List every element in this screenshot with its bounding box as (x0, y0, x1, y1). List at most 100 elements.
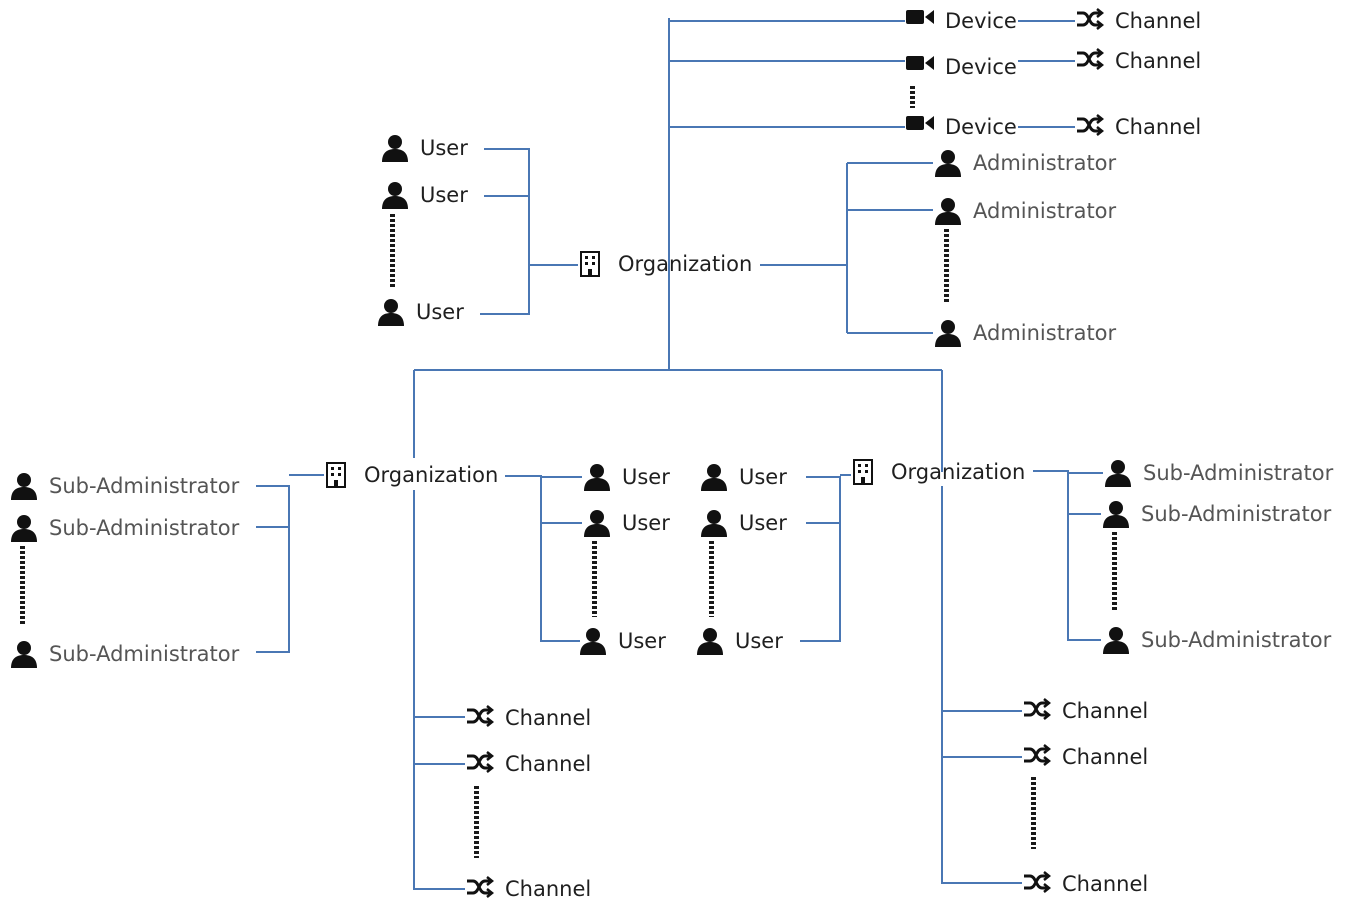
user-icon (695, 627, 727, 655)
building-icon (578, 250, 610, 278)
user-icon (1101, 626, 1133, 654)
connector-line (480, 148, 530, 315)
user-icon (582, 463, 614, 491)
user-icon (1101, 500, 1133, 528)
node-label: Organization (891, 459, 1026, 484)
shuffle-icon (465, 704, 497, 732)
node-label: User (622, 510, 670, 535)
node-label: Channel (1115, 8, 1202, 33)
ellipsis-marker (390, 214, 395, 288)
root-user-1: User (380, 134, 468, 162)
shuffle-icon (1022, 870, 1054, 898)
right-subadmin-2: Sub-Administrator (1101, 500, 1331, 528)
node-label: User (739, 464, 787, 489)
node-label: Sub-Administrator (1141, 501, 1332, 526)
node-label: Administrator (973, 320, 1117, 345)
node-label: User (420, 135, 468, 160)
administrator-2: Administrator (933, 197, 1116, 225)
ellipsis-marker (20, 546, 25, 626)
node-label: Device (945, 114, 1017, 139)
root-user-3: User (376, 298, 464, 326)
left-subadmin-3: Sub-Administrator (9, 640, 239, 668)
video-camera-icon (905, 7, 937, 35)
node-label: User (739, 510, 787, 535)
node-label: User (622, 464, 670, 489)
node-label: Sub-Administrator (49, 515, 240, 540)
node-label: Sub-Administrator (49, 473, 240, 498)
node-label: Device (945, 54, 1017, 79)
user-icon (933, 319, 965, 347)
device-2: Device (905, 53, 1017, 81)
user-icon (933, 149, 965, 177)
connector-line (800, 476, 841, 642)
left-channel-1: Channel (465, 704, 591, 732)
node-label: Channel (1062, 871, 1149, 896)
user-icon (578, 627, 610, 655)
left-user-2: User (582, 509, 670, 537)
user-icon (380, 181, 412, 209)
user-icon (380, 134, 412, 162)
left-subadmin-1: Sub-Administrator (9, 472, 239, 500)
shuffle-icon (1022, 743, 1054, 771)
channel-top-2: Channel (1075, 47, 1201, 75)
user-icon (1103, 459, 1135, 487)
node-label: Device (945, 8, 1017, 33)
user-icon (699, 463, 731, 491)
right-user-2: User (699, 509, 787, 537)
right-subadmin-1: Sub-Administrator (1103, 459, 1333, 487)
shuffle-icon (1075, 7, 1107, 35)
administrator-1: Administrator (933, 149, 1116, 177)
node-label: Organization (618, 251, 753, 276)
node-label: Organization (364, 462, 499, 487)
shuffle-icon (1075, 47, 1107, 75)
user-icon (9, 472, 41, 500)
administrator-3: Administrator (933, 319, 1116, 347)
connector-line (941, 486, 1022, 884)
user-icon (376, 298, 408, 326)
left-channel-2: Channel (465, 750, 591, 778)
user-icon (9, 514, 41, 542)
user-icon (582, 509, 614, 537)
right-channel-1: Channel (1022, 697, 1148, 725)
ellipsis-marker (592, 541, 597, 617)
node-label: User (735, 628, 783, 653)
ellipsis-marker (910, 86, 915, 108)
shuffle-icon (1022, 697, 1054, 725)
right-subadmin-3: Sub-Administrator (1101, 626, 1331, 654)
node-label: Sub-Administrator (1141, 627, 1332, 652)
node-label: Channel (505, 751, 592, 776)
node-label: Administrator (973, 198, 1117, 223)
shuffle-icon (465, 750, 497, 778)
organization-root: Organization (578, 250, 752, 278)
ellipsis-marker (474, 786, 479, 858)
left-subadmin-2: Sub-Administrator (9, 514, 239, 542)
device-3: Device (905, 113, 1017, 141)
video-camera-icon (905, 53, 937, 81)
ellipsis-marker (1112, 532, 1117, 610)
device-1: Device (905, 7, 1017, 35)
left-user-3: User (578, 627, 666, 655)
right-channel-3: Channel (1022, 870, 1148, 898)
connector-line (1033, 470, 1101, 641)
shuffle-icon (465, 875, 497, 899)
connector-line (505, 475, 580, 642)
node-label: Channel (1062, 698, 1149, 723)
right-user-1: User (699, 463, 787, 491)
user-icon (933, 197, 965, 225)
node-label: Channel (1062, 744, 1149, 769)
root-user-2: User (380, 181, 468, 209)
ellipsis-marker (1031, 777, 1036, 849)
node-label: User (416, 299, 464, 324)
node-label: Channel (1115, 48, 1202, 73)
left-user-1: User (582, 463, 670, 491)
user-icon (699, 509, 731, 537)
shuffle-icon (1075, 113, 1107, 141)
right-channel-2: Channel (1022, 743, 1148, 771)
user-icon (9, 640, 41, 668)
node-label: User (420, 182, 468, 207)
organization-left: Organization (324, 461, 498, 489)
organization-right: Organization (851, 458, 1025, 486)
building-icon (324, 461, 356, 489)
left-channel-3: Channel (465, 875, 591, 899)
